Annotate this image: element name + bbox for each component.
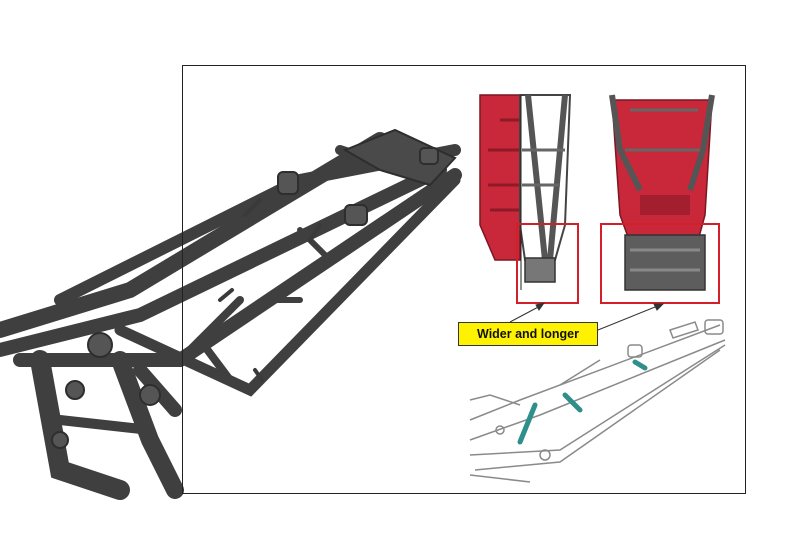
highlight-box-right [600,223,720,304]
comparison-panel [182,65,746,494]
highlight-box-left [516,223,579,304]
outline-frame-drawing [469,319,726,483]
wider-and-longer-callout: Wider and longer [458,322,598,346]
wider-subframe-drawing [609,94,715,291]
teal-brace [517,359,648,445]
narrow-subframe-drawing [479,94,572,290]
